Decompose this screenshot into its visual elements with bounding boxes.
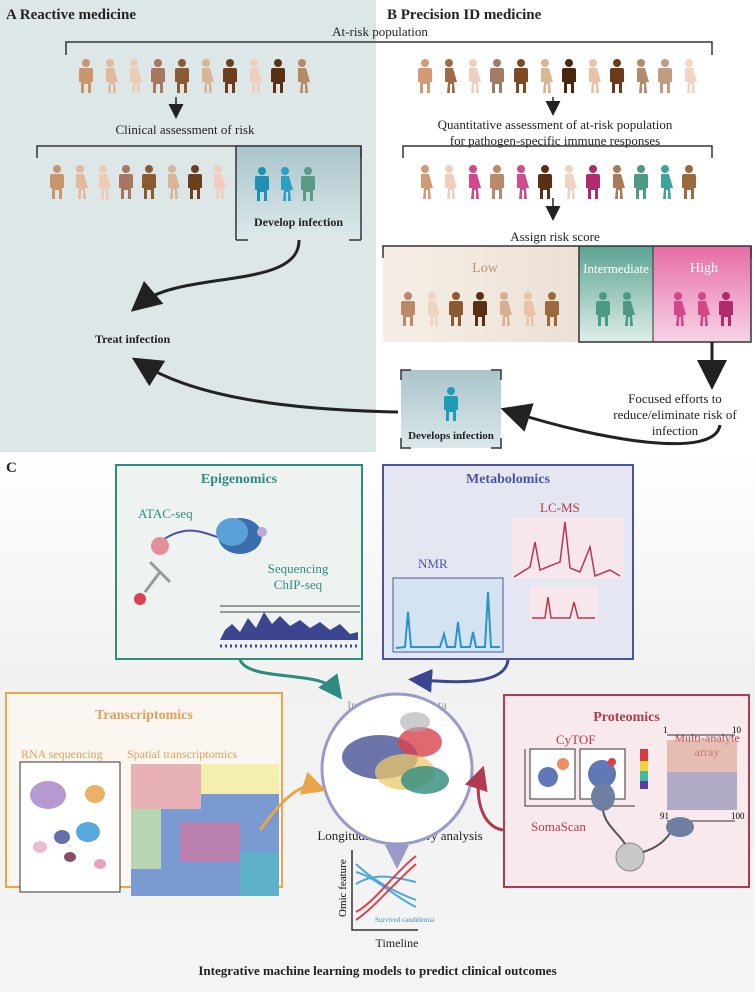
develop-infection-label: Develop infection xyxy=(254,215,343,229)
multi-analyte-array: 1 10 91 100 xyxy=(660,725,745,822)
at-risk-population-b xyxy=(418,59,697,93)
intermediate-label: Intermediate xyxy=(583,261,649,276)
survived-label: Survived candidemia xyxy=(375,916,435,924)
focused-line-1: Focused efforts to xyxy=(628,391,722,406)
spatial-transcriptomics-plot xyxy=(131,764,279,896)
panel-b-title: Precision ID medicine xyxy=(400,7,542,23)
metabolomics-title: Metabolomics xyxy=(466,472,550,487)
panel-c-letter: C xyxy=(6,460,17,476)
at-risk-population-a xyxy=(79,59,310,93)
chip-seq-label-group: Sequencing ChIP-seq xyxy=(258,561,338,593)
rna-sequencing-label: RNA sequencing xyxy=(21,747,103,761)
array-label-10: 10 xyxy=(732,725,742,735)
quant-line-2: for pathogen-specific immune responses xyxy=(449,133,661,148)
quant-line-1: Quantitative assessment of at-risk popul… xyxy=(437,117,673,132)
nucleosome-illustration xyxy=(134,518,267,605)
panel-a-letter: A xyxy=(6,7,17,23)
panel-a-heading: A Reactive medicine xyxy=(6,7,136,24)
focused-efforts-label: Focused efforts to reduce/eliminate risk… xyxy=(590,391,755,439)
low-label: Low xyxy=(472,261,498,276)
clinical-assessment-label: Clinical assessment of risk xyxy=(115,122,255,137)
quantitative-assessment-label: Quantitative assessment of at-risk popul… xyxy=(395,117,715,149)
risk-score-people xyxy=(401,292,733,326)
array-label-91: 91 xyxy=(660,811,669,821)
intermediate-risk-box xyxy=(579,246,653,342)
clinical-row-a xyxy=(50,165,315,201)
spatial-transcriptomics-label: Spatial transcriptomics xyxy=(127,747,238,761)
panel-c-graphics: 1 10 91 100 Omic feature xyxy=(19,517,745,931)
focused-line-2: reduce/eliminate risk of infection xyxy=(613,407,737,438)
panel-b-heading: B Precision ID medicine xyxy=(387,7,541,24)
quantitative-row-b xyxy=(421,165,696,199)
trajectory-plot: Omic feature xyxy=(337,850,418,931)
proteomics-title: Proteomics xyxy=(593,710,660,725)
panel-ab-graphics xyxy=(36,41,752,449)
lc-ms-spectrum xyxy=(512,517,624,620)
at-risk-label: At-risk population xyxy=(332,24,428,39)
treat-infection-label: Treat infection xyxy=(95,332,171,346)
cytof-label: CyTOF xyxy=(556,732,596,747)
develop-infection-box xyxy=(236,145,361,237)
atac-seq-label: ATAC-seq xyxy=(138,506,193,521)
somascan-illustration xyxy=(591,783,694,872)
transcriptomics-title: Transcriptomics xyxy=(95,708,193,723)
high-label: High xyxy=(690,261,718,276)
integrate-omic-circle xyxy=(320,692,474,846)
assign-risk-label: Assign risk score xyxy=(510,229,600,244)
chip-seq-tracks xyxy=(220,605,360,648)
array-label-1: 1 xyxy=(663,725,668,735)
rna-seq-plot xyxy=(19,761,121,893)
array-label-100: 100 xyxy=(731,811,745,821)
timeline-label: Timeline xyxy=(375,936,419,950)
lc-ms-label: LC-MS xyxy=(540,500,580,515)
nmr-spectrum xyxy=(392,577,504,653)
chip-seq-label: ChIP-seq xyxy=(273,577,323,592)
somascan-label: SomaScan xyxy=(531,819,586,834)
cytof-plot xyxy=(524,748,648,807)
omic-feature-label: Omic feature xyxy=(337,859,349,917)
footer-caption: Integrative machine learning models to p… xyxy=(198,963,557,978)
panel-a-title: Reactive medicine xyxy=(19,7,136,23)
nmr-label: NMR xyxy=(418,556,448,571)
epigenomics-title: Epigenomics xyxy=(200,472,278,487)
panel-b-letter: B xyxy=(387,7,398,23)
sequencing-label: Sequencing xyxy=(267,561,329,576)
develops-infection-label: Develops infection xyxy=(408,430,494,442)
